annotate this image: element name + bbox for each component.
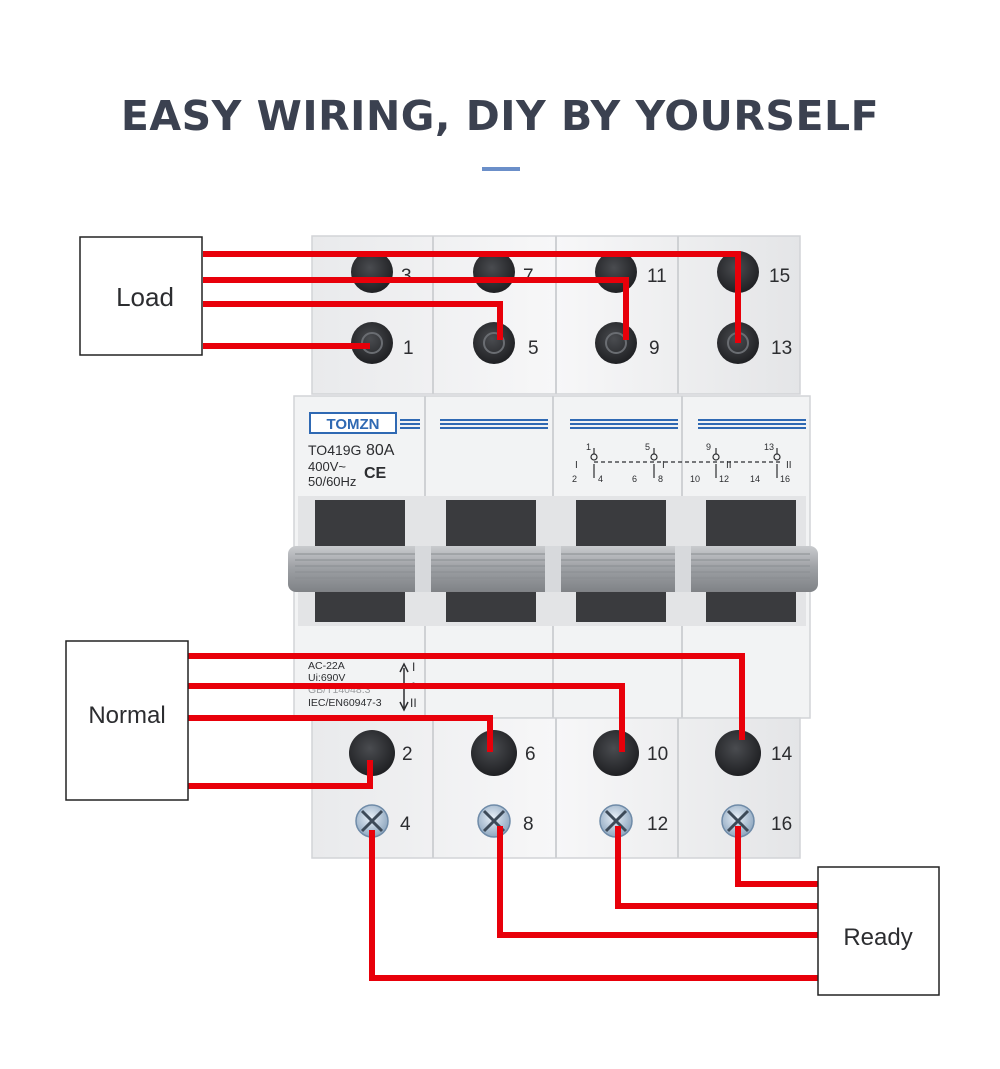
terminal-label-1: 1 <box>403 338 414 359</box>
brand-name: TOMZN <box>326 416 379 433</box>
schematic-bottom-8: 8 <box>658 474 663 484</box>
schematic-bottom-12: 12 <box>719 474 729 484</box>
page-headline: EASY WIRING, DIY BY YOURSELF <box>120 92 880 140</box>
wire-ready-16 <box>735 826 818 887</box>
wires <box>188 251 818 981</box>
wire-ready-12 <box>615 826 818 909</box>
schematic-top-5: 5 <box>645 442 650 452</box>
terminal-label-8: 8 <box>523 814 534 835</box>
bottom-lower-screws <box>355 804 755 838</box>
terminal-numbers: 3 7 11 15 1 5 9 13 2 6 10 14 4 8 12 16 <box>400 266 793 835</box>
brand-label: TOMZN <box>309 412 397 434</box>
wire-normal-10 <box>188 683 625 752</box>
terminal-label-3: 3 <box>401 266 412 287</box>
terminal-label-10: 10 <box>647 744 668 765</box>
schematic-bottom-4: 4 <box>598 474 603 484</box>
load-box: Load <box>79 236 203 356</box>
wire-load-9 <box>203 277 629 340</box>
terminal-label-14: 14 <box>771 744 793 765</box>
schematic-top-13: 13 <box>764 442 774 452</box>
terminal-label-7: 7 <box>523 266 534 287</box>
pole-schematic: 1 5 9 13 2 4 6 8 10 12 14 16 I I II II <box>572 442 792 484</box>
schematic-top-1: 1 <box>586 442 591 452</box>
ce-mark: CE <box>364 465 387 482</box>
position-mark-i: I <box>412 660 415 674</box>
spec-label: TO419G 80A 400V~ 50/60Hz CE <box>308 442 395 489</box>
wire-ready-8 <box>497 826 818 938</box>
terminal-label-13: 13 <box>771 338 792 359</box>
position-mark-ii: II <box>410 696 417 710</box>
schematic-roman-4: II <box>786 460 792 471</box>
schematic-top-9: 9 <box>706 442 711 452</box>
rating-line-4: IEC/EN60947-3 <box>308 697 382 709</box>
schematic-bottom-16: 16 <box>780 474 790 484</box>
schematic-bottom-2: 2 <box>572 474 577 484</box>
breaker-body <box>288 235 818 859</box>
bottom-upper-terminals <box>349 730 761 776</box>
wire-normal-6 <box>188 715 493 752</box>
rating-line-2: Ui:690V <box>308 672 345 684</box>
schematic-roman-2: I <box>662 460 665 471</box>
ready-label: Ready <box>843 924 912 951</box>
schematic-roman-1: I <box>575 460 578 471</box>
normal-label: Normal <box>88 702 165 729</box>
schematic-roman-3: II <box>726 460 732 471</box>
terminal-label-4: 4 <box>400 814 411 835</box>
wire-ready-4 <box>369 830 818 981</box>
schematic-bottom-10: 10 <box>690 474 700 484</box>
rated-frequency: 50/60Hz <box>308 474 356 489</box>
schematic-bottom-14: 14 <box>750 474 760 484</box>
normal-box: Normal <box>65 640 189 801</box>
rating-line-1: AC-22A <box>308 660 345 672</box>
model-number: TO419G <box>308 442 361 458</box>
wire-load-13 <box>203 251 741 343</box>
rated-current: 80A <box>366 442 395 459</box>
wire-load-5 <box>203 301 503 340</box>
terminal-label-15: 15 <box>769 266 790 287</box>
wire-normal-14 <box>188 653 745 740</box>
terminal-label-16: 16 <box>771 814 792 835</box>
terminal-label-12: 12 <box>647 814 668 835</box>
terminal-label-9: 9 <box>649 338 660 359</box>
rated-voltage: 400V~ <box>308 459 346 474</box>
schematic-bottom-6: 6 <box>632 474 637 484</box>
ready-box: Ready <box>817 866 940 996</box>
terminal-label-6: 6 <box>525 744 536 765</box>
load-label: Load <box>116 282 174 312</box>
terminal-label-2: 2 <box>402 744 413 765</box>
terminal-label-5: 5 <box>528 338 539 359</box>
wire-normal-2 <box>188 760 373 789</box>
headline-underline <box>482 167 520 171</box>
terminal-label-11: 11 <box>647 266 667 287</box>
